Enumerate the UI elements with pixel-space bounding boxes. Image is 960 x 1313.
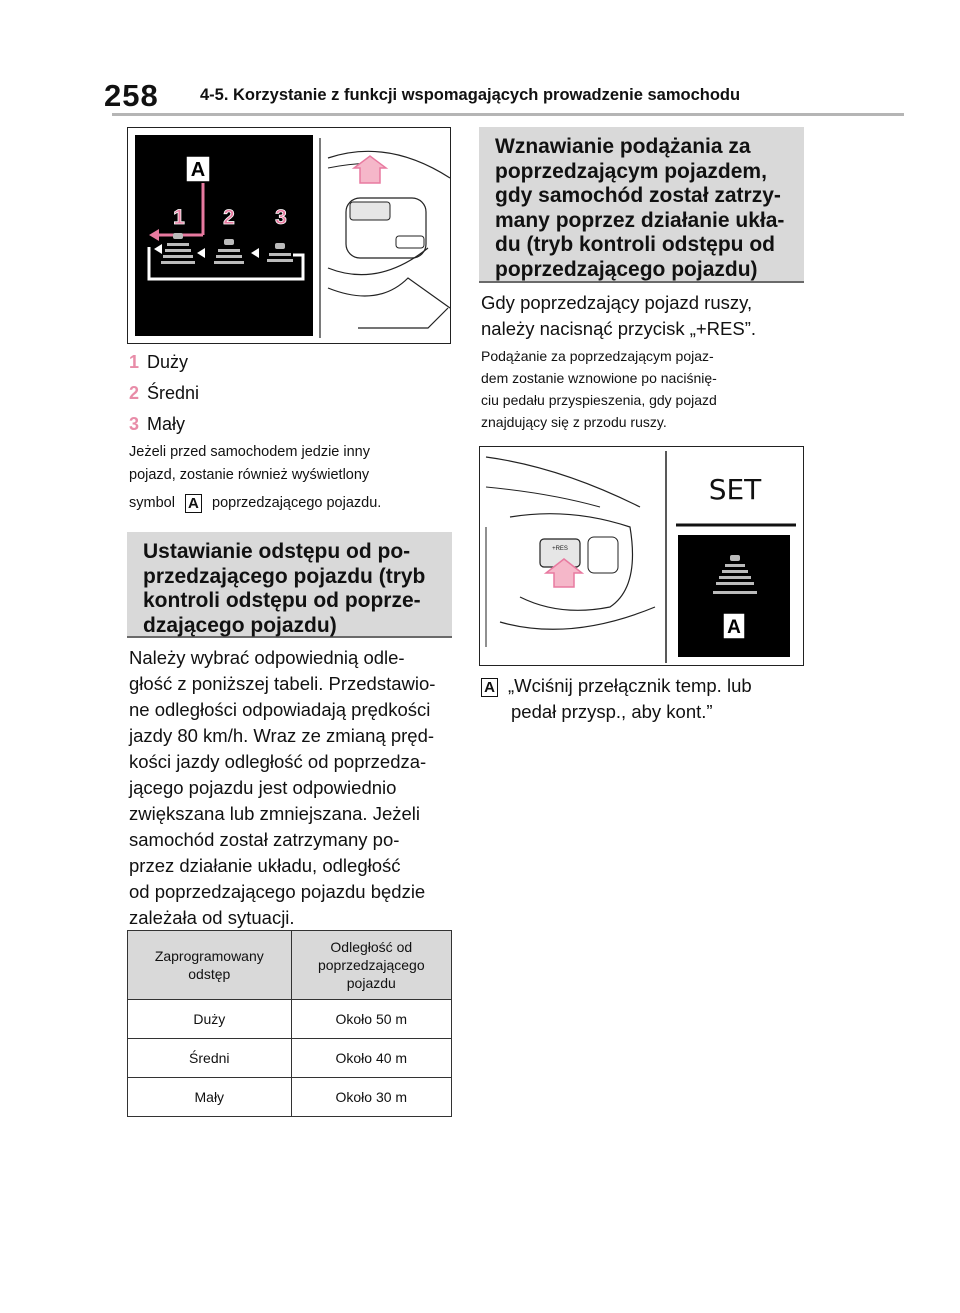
heading-line: Wznawianie podążania za [495,135,751,158]
body-line: Gdy poprzedzający pojazd ruszy, [481,292,753,313]
table-cell: Około 30 m [290,1077,453,1117]
body-line: głość z poniższej tabeli. Przedstawio- [129,673,436,694]
section-body: Należy wybrać odpowiednią odle- głość z … [129,645,459,931]
header-text: poprzedzającego [317,957,425,973]
table-cell: Średni [127,1038,292,1078]
body-line: zwiększana lub zmniejszana. Jeżeli [129,803,420,824]
heading-line: du (tryb kontroli odstępu od [495,233,775,256]
bar-number-2: 2 [223,206,235,229]
body-line: kości jazdy odległość od poprzedza- [129,751,427,772]
note-line: Jeżeli przed samochodem jedzie inny [129,444,370,460]
section-heading-distance-setting: Ustawianie odstępu od po- przedzającego … [127,532,452,638]
heading-line: poprzedzającego pojazdu) [495,257,758,281]
label-a-badge: A [481,677,498,697]
heading-line: dzającego pojazdu) [143,613,337,637]
note-line: pojazd, zostanie również wyświetlony [129,467,370,483]
label-a-icon: A [727,617,741,638]
header-text: pojazdu [346,975,396,991]
heading-line: poprzedzającym pojazdem, [495,159,767,183]
table-cell: Duży [127,999,292,1039]
note-text: Jeżeli przed samochodem jedzie inny poja… [129,441,459,515]
res-button-label: +RES [552,546,568,552]
caption-a: A „Wciśnij przełącznik temp. lub pedał pr… [481,673,811,725]
table-row: Duży Około 50 m [127,999,453,1039]
body-line: jącego pojazdu jest odpowiednio [129,777,397,798]
body-line: jazdy 80 km/h. Wraz ze zmianą pręd- [129,725,435,746]
heading-line: przedzającego pojazdu (tryb [143,564,426,588]
body-line: od poprzedzającego pojazdu będzie [129,881,426,902]
section2-body: Gdy poprzedzający pojazd ruszy, należy n… [481,290,811,342]
bar-number-1: 1 [173,206,185,229]
list-number: 3 [129,414,140,434]
note-line: ciu pedału przyspieszenia, gdy pojazd [481,392,717,408]
table-row: Średni Około 40 m [127,1038,453,1078]
page-number: 258 [104,78,159,113]
bar-number-3: 3 [275,206,287,229]
header-text: Odległość od [330,939,413,955]
table-cell: Około 40 m [290,1038,453,1078]
note-line: znajdujący się z przodu ruszy. [481,414,667,430]
header-divider [112,113,904,116]
list-item: 2 Średni [129,383,199,404]
table-header-row: Zaprogramowany odstęp Odległość od poprz… [127,930,453,1000]
list-label: Mały [147,414,186,434]
body-line: należy nacisnąć przycisk „+RES”. [481,318,757,339]
table-cell: Mały [127,1077,292,1117]
list-label: Średni [147,383,200,403]
note-line: dem zostanie wznowione po naciśnię- [481,370,717,386]
body-line: zależała od sytuacji. [129,907,295,928]
heading-line: Ustawianie odstępu od po- [143,540,411,563]
list-number: 1 [129,352,140,372]
heading-line: gdy samochód został zatrzy- [495,184,781,207]
distance-bars-graphic: A 1 2 3 [147,155,305,281]
steering-wheel-illustration [319,138,451,338]
note-line: Podążanie za poprzedzającym pojaz- [481,348,714,364]
heading-line: many poprzez działanie ukła- [495,208,785,232]
display-panel: A 1 2 3 [135,135,313,336]
header-text: odstęp [188,966,231,982]
note-text-pre: symbol [129,495,175,511]
body-line: przez działanie układu, odległość [129,855,401,876]
caption-line: pedał przysp., aby kont.” [511,701,713,722]
caption-line: „Wciśnij przełącznik temp. lub [508,675,752,696]
table-header-cell: Odległość od poprzedzającego pojazdu [290,930,453,1000]
list-item: 3 Mały [129,414,185,435]
chapter-title: 4-5. Korzystanie z funkcji wspomagającyc… [200,86,741,104]
body-line: Należy wybrać odpowiednią odle- [129,647,405,668]
distance-illustration: A 1 2 3 [127,127,451,344]
label-a-icon: A [191,159,205,181]
table-cell: Około 50 m [290,999,453,1039]
note-line: symbol A poprzedzającego pojazdu. [129,492,459,515]
heading-line: kontroli odstępu od poprze- [143,589,421,612]
list-item: 1 Duży [129,352,188,373]
header-text: Zaprogramowany [154,948,264,964]
res-button-illustration: +RES SET A [479,446,804,666]
section-heading-resume-following: Wznawianie podążania za poprzedzającym p… [479,127,804,283]
table-header-cell: Zaprogramowany odstęp [127,930,292,1000]
distance-table: Zaprogramowany odstęp Odległość od poprz… [127,930,453,1117]
section2-note: Podążanie za poprzedzającym pojaz- dem z… [481,345,811,433]
list-number: 2 [129,383,140,403]
body-line: samochód został zatrzymany po- [129,829,400,850]
note-text-post: poprzedzającego pojazdu. [212,495,382,511]
list-label: Duży [147,352,189,372]
body-line: ne odległości odpowiadają prędkości [129,699,431,720]
steering-wheel-res-graphic: +RES SET A [485,451,796,663]
set-display-text: SET [709,473,762,506]
table-row: Mały Około 30 m [127,1077,453,1117]
label-a-badge: A [184,493,202,513]
